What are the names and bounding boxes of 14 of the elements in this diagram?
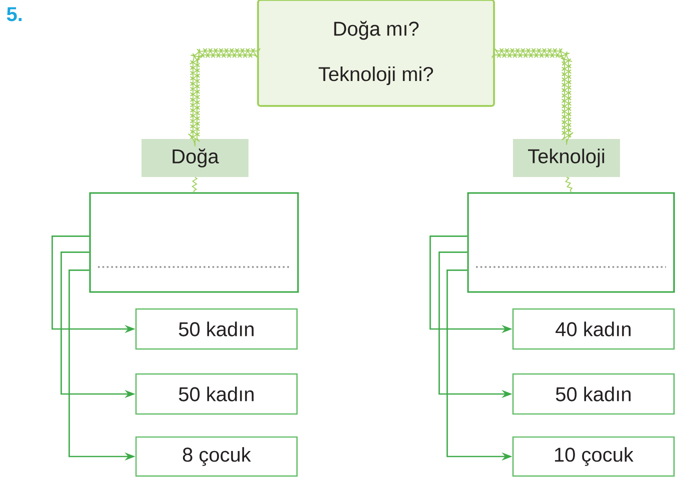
result-box: 10 çocuk — [512, 436, 675, 477]
result-box: 40 kadın — [512, 308, 675, 350]
result-box: 50 kadın — [135, 373, 298, 415]
answer-box — [89, 192, 299, 293]
category-label: Doğa — [142, 139, 248, 177]
top-question-box: Doğa mı? Teknoloji mi? — [257, 0, 495, 107]
result-box: 8 çocuk — [135, 436, 298, 477]
connector-line — [564, 176, 573, 193]
connector-line — [192, 176, 198, 193]
category-label: Teknoloji — [513, 139, 620, 177]
result-box: 50 kadın — [135, 308, 298, 350]
result-box: 50 kadın — [512, 373, 675, 415]
question-number: 5. — [6, 7, 22, 22]
answer-box — [467, 192, 675, 293]
